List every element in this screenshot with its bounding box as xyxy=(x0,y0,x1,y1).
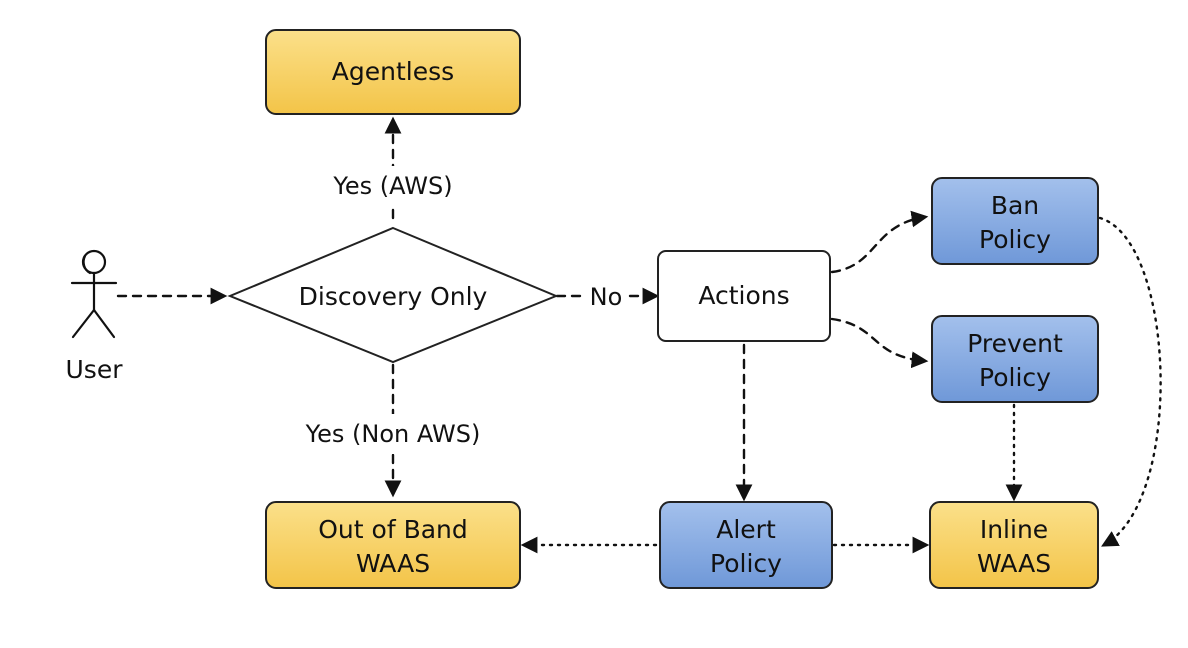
node-ban-policy: Ban Policy xyxy=(931,177,1099,265)
node-out-of-band-waas: Out of Band WAAS xyxy=(265,501,521,589)
edge-ban-to-inline xyxy=(1098,216,1162,547)
node-ban-line2: Policy xyxy=(979,225,1051,254)
node-agentless-label: Agentless xyxy=(332,57,454,86)
node-out-of-band-line2: WAAS xyxy=(356,549,430,578)
node-actions-label: Actions xyxy=(698,281,789,310)
node-inline-line1: Inline xyxy=(980,515,1048,544)
node-alert-line2: Policy xyxy=(710,549,782,578)
node-alert-line1: Alert xyxy=(716,515,776,544)
user-label: User xyxy=(66,355,124,384)
user-actor-icon xyxy=(70,249,118,339)
node-discovery-label: Discovery Only xyxy=(299,282,488,311)
node-out-of-band-line1: Out of Band xyxy=(318,515,468,544)
node-alert-policy: Alert Policy xyxy=(659,501,833,589)
node-inline-waas: Inline WAAS xyxy=(929,501,1099,589)
node-ban-line1: Ban xyxy=(991,191,1039,220)
node-prevent-line2: Policy xyxy=(979,363,1051,392)
node-prevent-policy: Prevent Policy xyxy=(931,315,1099,403)
node-inline-line2: WAAS xyxy=(977,549,1051,578)
edge-actions-to-prevent xyxy=(830,317,929,369)
node-prevent-line1: Prevent xyxy=(967,329,1063,358)
node-agentless: Agentless xyxy=(265,29,521,115)
edge-actions-to-ban xyxy=(830,210,929,274)
node-actions: Actions xyxy=(657,250,831,342)
edge-label-yes-aws: Yes (AWS) xyxy=(332,172,452,200)
node-discovery-only: Discovery Only xyxy=(227,226,559,364)
edge-label-yes-non-aws: Yes (Non AWS) xyxy=(305,420,481,448)
edge-label-no: No xyxy=(590,283,623,311)
